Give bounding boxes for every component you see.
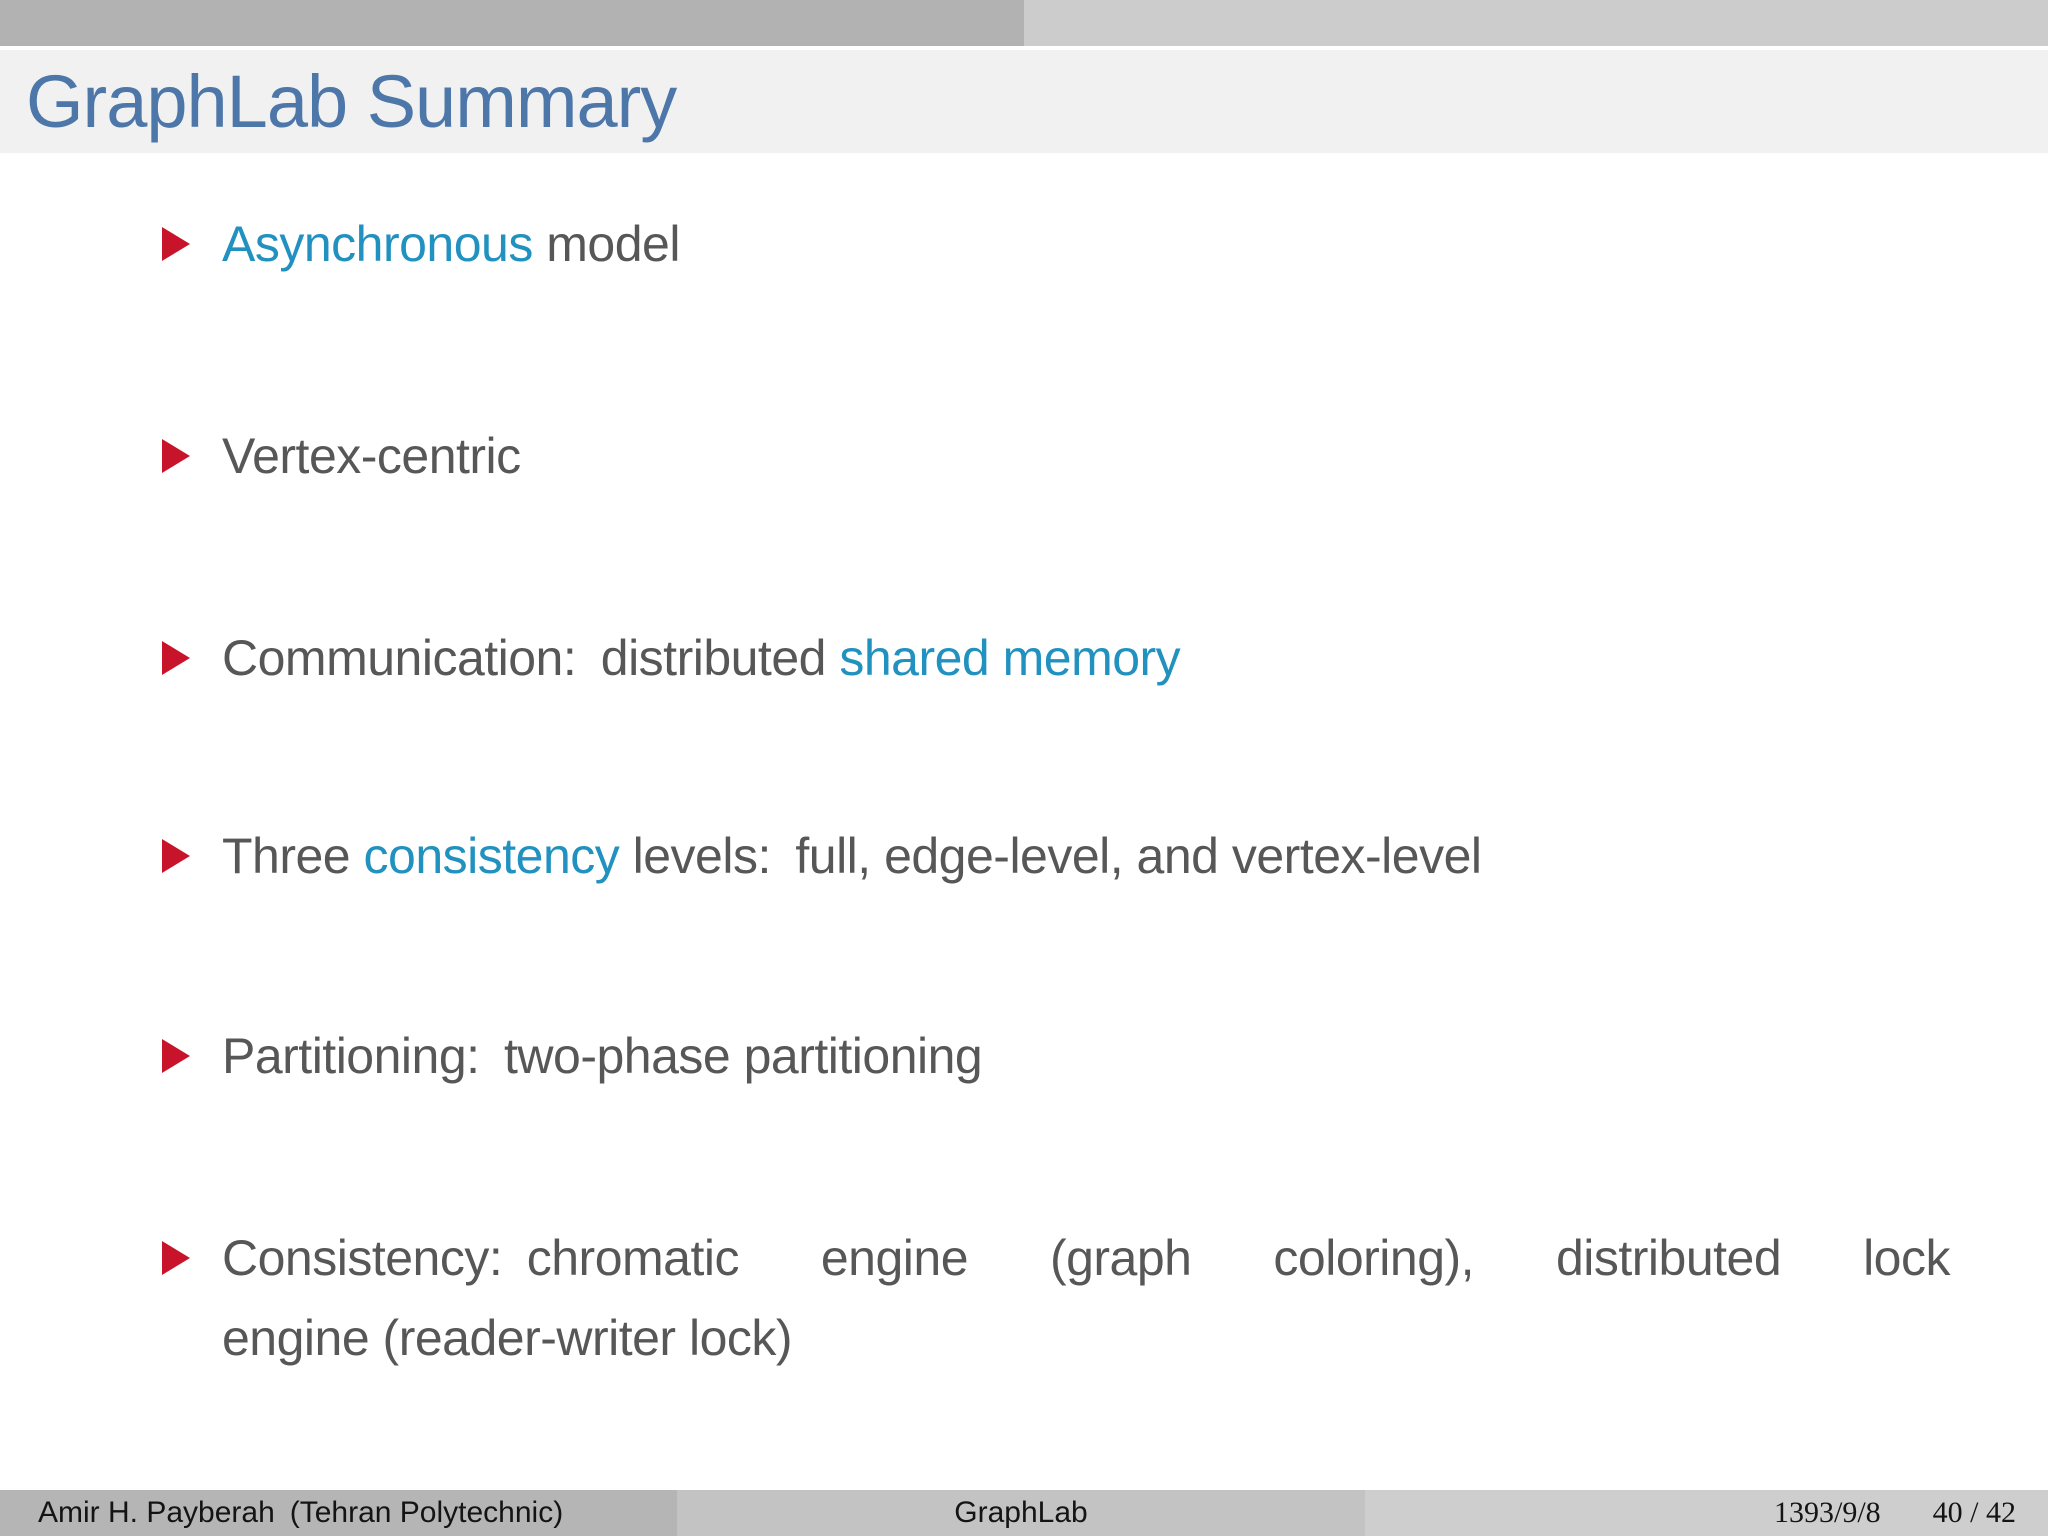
footer: Amir H. Payberah (Tehran Polytechnic) Gr… [0,1490,2048,1536]
bullet-triangle-icon [162,439,190,473]
footer-page-number: 40 / 42 [1932,1496,2016,1529]
bullet-text: Consistency: chromatic engine (graph col… [222,1218,1951,1378]
bullet-text: Three consistency levels: full, edge-lev… [222,816,1950,896]
bullet-item: Asynchronous model [162,204,1950,284]
bullet-text-segment: Three [222,828,364,884]
bullet-item: Communication: distributed shared memory [162,618,1950,698]
bullet-text-segment: Communication: distributed [222,630,840,686]
footer-right-section: 1393/9/8 40 / 42 [1365,1490,2048,1536]
bullet-text: Partitioning: two-phase partitioning [222,1016,1950,1096]
bullet-item: Three consistency levels: full, edge-lev… [162,816,1950,896]
bullet-text-segment: shared memory [839,630,1181,686]
bullet-text: Asynchronous model [222,204,1950,284]
bullet-text-segment: Consistency: chromatic engine (graph col… [222,1230,1951,1286]
bullet-text-segment: model [532,216,680,272]
bullet-text-segment: Partitioning: two-phase partitioning [222,1028,983,1084]
header-bar-right [1024,0,2048,46]
bullet-item: Partitioning: two-phase partitioning [162,1016,1950,1096]
bullet-triangle-icon [162,227,190,261]
header-bar-left [0,0,1024,46]
bullet-text: Communication: distributed shared memory [222,618,1950,698]
bullet-item: Consistency: chromatic engine (graph col… [162,1218,1951,1378]
bullet-text-line: Consistency: chromatic engine (graph col… [222,1218,1951,1298]
footer-title: GraphLab [677,1490,1365,1536]
bullet-triangle-icon [162,641,190,675]
title-band: GraphLab Summary [0,50,2048,153]
bullet-text-segment: Vertex-centric [222,428,521,484]
bullet-triangle-icon [162,1039,190,1073]
bullet-text-segment: Asynchronous [222,216,533,272]
slide-title: GraphLab Summary [26,60,677,143]
bullet-item: Vertex-centric [162,416,1950,496]
bullet-text-segment: consistency [363,828,620,884]
bullet-text: Vertex-centric [222,416,1950,496]
bullet-text-segment: levels: full, edge-level, and vertex-lev… [619,828,1482,884]
bullet-triangle-icon [162,1241,190,1275]
footer-author: Amir H. Payberah (Tehran Polytechnic) [0,1490,677,1536]
footer-date: 1393/9/8 [1773,1496,1881,1529]
bullet-text-line: engine (reader-writer lock) [222,1310,793,1366]
bullet-triangle-icon [162,839,190,873]
